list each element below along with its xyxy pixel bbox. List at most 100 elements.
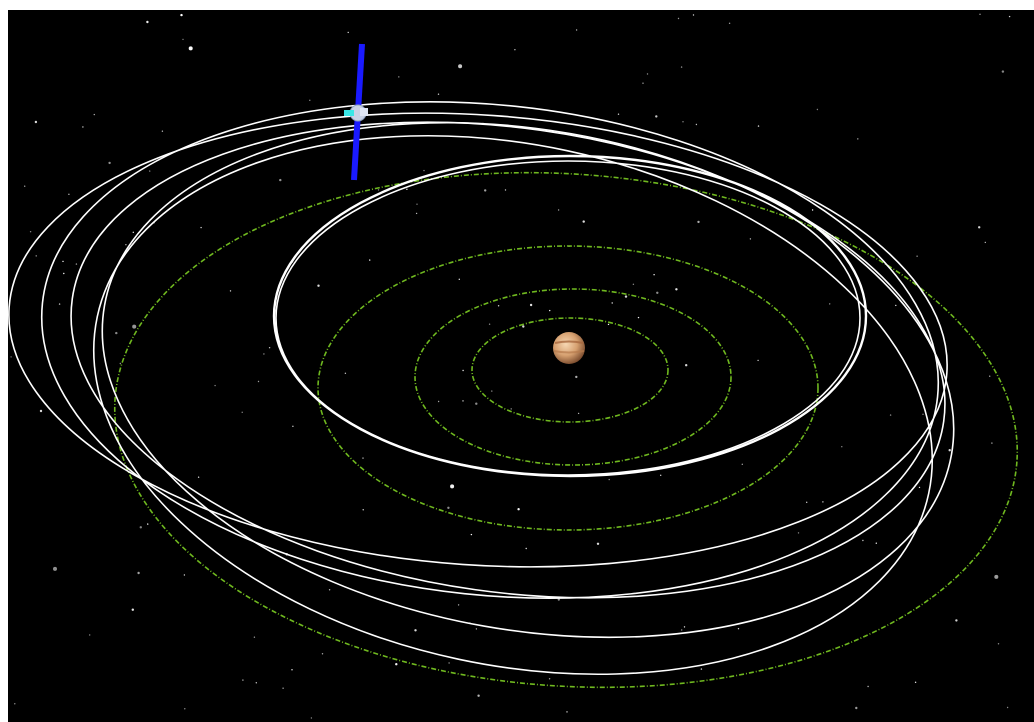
star: [108, 161, 111, 165]
star: [279, 178, 282, 182]
moon-orbits: [113, 171, 1019, 689]
star: [183, 574, 186, 576]
star: [529, 303, 533, 307]
star: [448, 662, 450, 664]
star: [557, 209, 560, 211]
star: [475, 402, 478, 405]
star: [582, 220, 585, 223]
star: [362, 457, 364, 459]
star: [660, 474, 662, 476]
moon-orbit-1: [471, 317, 669, 423]
star: [675, 288, 678, 291]
star: [309, 99, 311, 102]
star: [857, 138, 859, 140]
star: [914, 681, 917, 683]
star: [63, 272, 65, 275]
star: [82, 126, 84, 128]
star: [139, 526, 142, 529]
star: [462, 400, 464, 402]
starfield: [10, 13, 1011, 719]
orbit-scene: [8, 13, 1019, 719]
moon-orbit-3: [317, 245, 819, 531]
star: [137, 571, 140, 575]
star: [132, 231, 134, 233]
star: [119, 362, 122, 365]
star: [596, 542, 600, 545]
star: [829, 303, 831, 305]
star: [292, 425, 294, 427]
star: [462, 369, 464, 372]
star: [362, 509, 364, 511]
star: [510, 408, 512, 410]
star: [548, 678, 551, 680]
star: [188, 46, 193, 51]
star: [677, 17, 680, 20]
star: [517, 508, 520, 511]
star: [700, 668, 703, 670]
star: [62, 260, 64, 263]
star: [549, 309, 551, 312]
star: [656, 291, 659, 294]
star: [991, 442, 993, 444]
star: [310, 717, 313, 719]
moon-orbit-4: [113, 171, 1019, 689]
star: [369, 259, 371, 261]
star: [149, 170, 151, 172]
star: [68, 193, 70, 195]
star: [855, 706, 858, 710]
star: [624, 295, 628, 298]
star: [816, 108, 819, 111]
star: [484, 189, 487, 192]
star: [491, 390, 493, 392]
star: [989, 375, 991, 377]
star: [475, 628, 478, 630]
star: [749, 238, 752, 240]
star: [683, 626, 686, 628]
star: [268, 347, 271, 349]
star: [437, 400, 440, 403]
star: [414, 629, 417, 632]
star: [867, 685, 869, 688]
star: [75, 263, 78, 265]
star: [229, 290, 232, 292]
star: [692, 14, 695, 16]
star: [504, 189, 507, 191]
star: [377, 189, 380, 191]
star: [242, 679, 244, 681]
star: [184, 708, 186, 710]
star: [646, 73, 649, 75]
spacecraft-orbit-a: [40, 101, 940, 599]
star: [10, 356, 12, 358]
star: [423, 169, 425, 172]
star: [477, 694, 480, 697]
star: [328, 589, 331, 591]
star: [1001, 70, 1005, 73]
spacecraft-orbits: [8, 101, 955, 676]
star: [200, 226, 202, 229]
star: [728, 22, 731, 24]
star: [457, 604, 460, 606]
spacecraft-orbit-inner-2: [275, 160, 861, 476]
star: [611, 302, 613, 304]
star: [1008, 15, 1011, 18]
star: [415, 212, 418, 215]
star: [806, 501, 808, 503]
star: [811, 209, 814, 211]
star: [632, 283, 635, 285]
star: [862, 539, 864, 542]
star: [395, 663, 398, 666]
star: [89, 634, 91, 636]
star: [317, 284, 320, 287]
star: [918, 486, 921, 489]
star: [182, 38, 184, 41]
star: [131, 608, 134, 611]
star: [470, 533, 473, 536]
star: [757, 359, 759, 362]
star: [115, 331, 118, 335]
star: [797, 532, 800, 534]
spacecraft-orbit-inner: [272, 154, 868, 478]
star: [922, 413, 924, 415]
star: [637, 316, 640, 319]
star: [889, 414, 892, 416]
star: [161, 130, 164, 132]
